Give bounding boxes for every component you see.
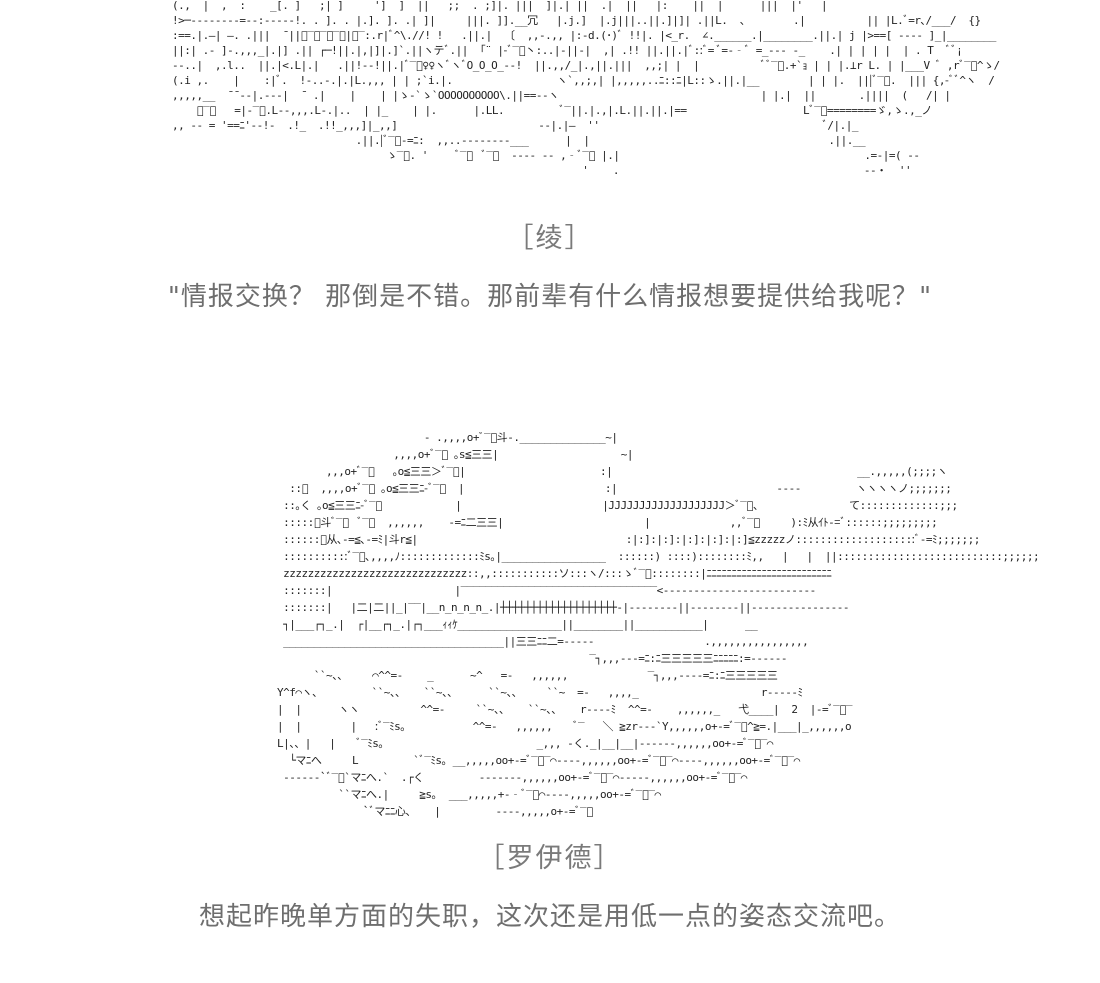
speaker-name-aya: ［绫］ — [506, 223, 594, 254]
ascii-art-line: zzzzzzzzzzzzzzzzzzzzzzzzzzzzzz::,,::::::… — [228, 567, 832, 580]
narration-line-lloyd: 想起昨晚单方面的失职，这次还是用低一点的姿态交流吧。 — [198, 902, 901, 932]
ascii-art-line: ゝ‾ﾞ. ' ﾞ‾ﾞ ﾞ‾ﾞ ‐‐‐‐ ‐‐ ,‐ﾞ‾ﾞ |.| .=‐|=( … — [172, 149, 920, 162]
ascii-art-line: (., | , : _[. ] ;| ] '] ] || ;; . ;]|. |… — [172, 0, 828, 12]
ascii-art-line: └マﾆへ L `ﾞ‾ﾐs｡ __,,,,,oo+‐=ﾞ‾ﾞ‾⌒‐‐‐‐,,,,,… — [228, 754, 800, 767]
ascii-art-line: ,,,,o+ﾞ‾ﾞ ｡s≦三三| ~| — [228, 448, 633, 461]
ascii-art-line: !>─‐‐‐‐‐‐‐‐=‐‐:‐‐‐‐-!. . ]. . |.]. ]. .|… — [172, 14, 981, 27]
ascii-art-line: Y^f⌒ヽ、 ``~、、 ``~、、 ``~、、 ``~ =- ,,,,_ r‐… — [228, 686, 803, 699]
ascii-art-scene-1: (., | , : _[. ] ;| ] '] ] || ;; . ;]|. |… — [0, 0, 1100, 195]
ascii-art-line: `ﾞマﾆﾆ心、 | ‐‐‐‐,,,,,o+‐=ﾞ‾ﾞ — [228, 805, 594, 818]
speaker-name-lloyd: ［罗伊德］ — [477, 843, 623, 874]
ascii-art-line: ﾞ‾ﾞ =|-‾ﾞ.L-‐,,,.L-.|.. | |_ | |. |.LL. … — [172, 104, 932, 117]
ascii-art-line: ::｡く ｡o≦三三ﾆ-ﾞ‾ﾞ | |JJJJJJJJJJJJJJJJJJJ＞ﾞ… — [228, 499, 958, 512]
ascii-art-line: :::::::::::ﾞ‾ﾞ､,,,,ﾉ:::::::::::::ﾐs｡|___… — [228, 550, 1040, 563]
ascii-art-line: ‐ .,,,,o+ﾞ‾ﾞ斗-.______________~| — [228, 432, 618, 444]
ascii-art-line: --..| ,.l.. ||.|<.L|.| .||!‐‐!||.|ﾞ‾ﾞ♀♀ヽ… — [172, 59, 1000, 72]
ascii-art-line: | | ヽヽ ^^=- ``~、、 ``~、、 r‐‐‐‐ﾐ ^^=- ,,,,… — [228, 703, 853, 716]
ascii-art-line: ``~、、 ⌒^^=- _ ~^ =- ,,,,,, ‾┐,,,‐‐‐‐=ﾆ:ﾆ… — [228, 669, 778, 682]
ascii-art-line: (.i ,. | :|ﾞ. !-..-.|.|L.,,, | | ;`i.|. … — [172, 74, 995, 87]
ascii-art-line: ‾┐,,,‐‐‐=ﾆ:ﾆ三三三三三ﾆﾆﾆﾆﾆ:=‐‐‐‐‐‐ — [228, 652, 787, 665]
ascii-art-line: ,,,o+ﾞ‾ﾞ ｡o≦三三＞ﾞ‾ﾞ| :| __.,,,,,(;;;;ヽ — [228, 465, 948, 478]
ascii-art-line: ||:| .‐ ]-.,,,_|.|] .|| ┌─!||.|,|]|.]`.|… — [172, 44, 963, 57]
dialogue-line-aya: "情报交换？ 那倒是不错。那前辈有什么情报想要提供给我呢？" — [167, 282, 933, 312]
ascii-art-canvas-1: (., | , : _[. ] ;| ] '] ] || ;; . ;]|. |… — [0, 0, 1100, 195]
ascii-art-line: L|、、| | ﾞ‾ﾐs｡ _,,, ‐く._|__|__|‐‐‐‐‐‐,,,,… — [228, 737, 773, 750]
ascii-art-line: ,,,,,__ ̄ ̄ ‐‐|.‐‐‐| ̄ .| | | |ゝ‐`ゝ`OOOO… — [172, 89, 951, 102]
ascii-art-line: :::::ﾞ斗ﾞ‾ﾞ ﾞ‾ﾞ ,,,,,, -=ﾆ二三三| | ,,ﾞ‾ﾞ ):… — [228, 516, 938, 529]
ascii-art-line: ::ﾞ ,,,,o+ﾞ‾ﾞ ｡o≦三三ﾆ-ﾞ‾ﾞ | :| ‐‐‐‐ ヽヽヽヽノ… — [228, 482, 952, 495]
ascii-art-line: ' . ‐-・ '' — [172, 164, 912, 177]
ascii-art-scene-2: ‐ .,,,,o+ﾞ‾ﾞ斗-.______________~| ,,,,o+ﾞ‾… — [0, 432, 1100, 832]
ascii-art-line: ,, -- = '==ﾆ'‐‐!- .!_ .!!_,,,]|_,,] ‐‐|.… — [172, 119, 858, 132]
ascii-art-line: | | | :ﾞ‾ﾐs｡ ^^=- ,,,,,, ﾞ‾ ＼ ≧zr‐‐‐`Y,,… — [228, 720, 852, 733]
ascii-art-line: :::::::| |二|二||_|‾‾|__n_n_n_n_.|┼┼┼┼┼┼┼┼… — [228, 601, 850, 614]
ascii-art-line: ``マﾆへ.| ≧s｡ ___,,,,,+‐‐ﾞ‾ﾞ⌒‐‐‐‐,,,,,oo+‐… — [228, 788, 661, 801]
ascii-art-line: :::::::| |‾‾‾‾‾‾‾‾‾‾‾‾‾‾‾‾‾‾‾‾‾‾‾‾‾‾‾‾‾‾… — [228, 584, 816, 597]
ascii-art-canvas-2: ‐ .,,,,o+ﾞ‾ﾞ斗-.______________~| ,,,,o+ﾞ‾… — [0, 432, 1100, 832]
ascii-art-line: ┐|___┌┐_.| ┌|__┌┐_.|┌┐___ｨｨｹ____________… — [228, 618, 758, 631]
ascii-art-line: ‐‐‐‐‐‐`ﾞ‾ﾞ`マﾆへ.` .┌く ‐‐‐‐‐‐‐,,,,,,oo+‐=ﾞ… — [228, 771, 747, 784]
ascii-art-line: ::::::ﾞ从､‐=≦､‐=ﾐ|斗r≦| :|:]:|:]:|:]:|:]:|… — [228, 533, 980, 546]
ascii-art-line: ____________________________________||三三… — [228, 635, 809, 648]
ascii-art-line: :==.|.―| ―. .||| ̄ ||ﾞ‾ﾞ‾ﾞ‾ﾞ|ﾞ‾:.r|ﾞ^\./… — [172, 29, 996, 42]
ascii-art-line: .||.|ﾞ‾ﾞ-=ﾆ: ,,..‐‐‐‐‐‐‐‐___ | | .||.__ — [172, 134, 866, 147]
